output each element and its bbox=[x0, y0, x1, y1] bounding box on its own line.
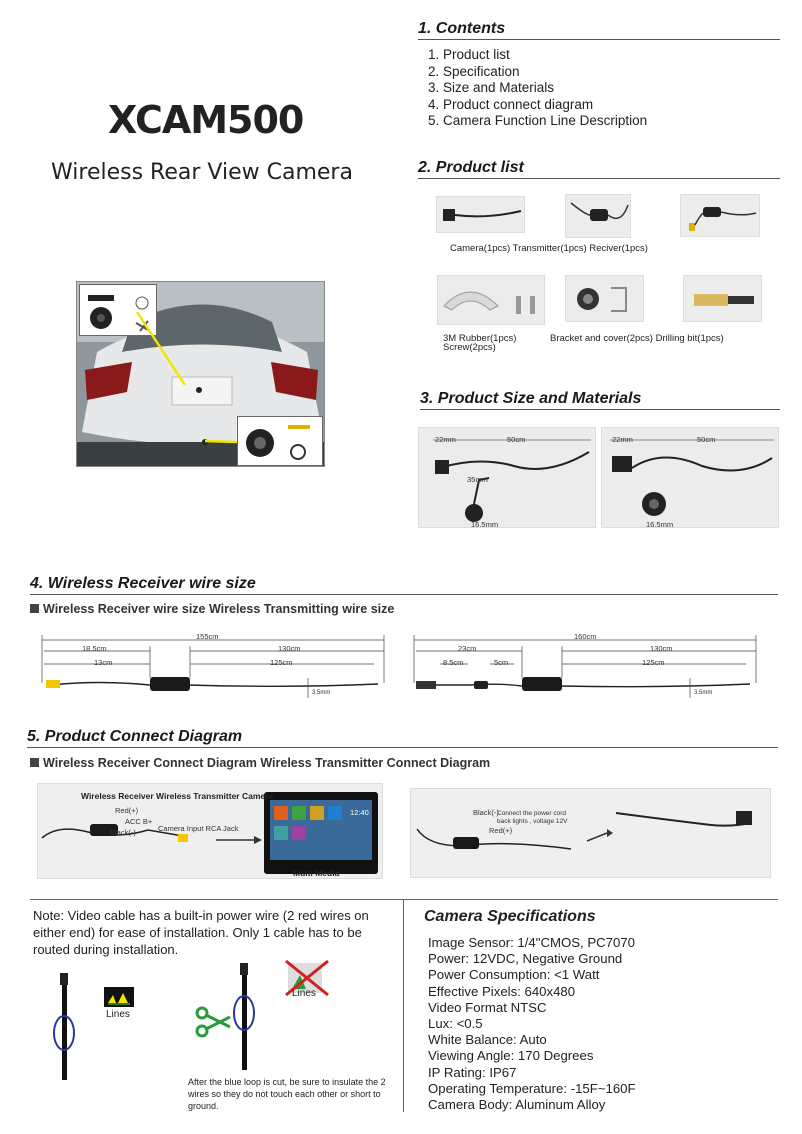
specs-list: Image Sensor: 1/4"CMOS, PC7070 Power: 12… bbox=[428, 935, 636, 1113]
wire-length-label: 13cm bbox=[94, 658, 113, 667]
connect-diagram-title: 5. Product Connect Diagram bbox=[27, 728, 778, 748]
lines-label: Lines bbox=[106, 1009, 130, 1020]
wire-label-black: Black(-) bbox=[110, 828, 136, 837]
size-materials-title: 3. Product Size and Materials bbox=[420, 390, 780, 410]
spec-line: Image Sensor: 1/4"CMOS, PC7070 bbox=[428, 935, 635, 950]
contents-item: 4. Product connect diagram bbox=[428, 96, 594, 112]
spec-line: Power Consumption: <1 Watt bbox=[428, 967, 600, 983]
size-photo-right: 22mm 50cm 16.5mm bbox=[601, 427, 779, 529]
camera-product-photo bbox=[436, 196, 525, 233]
size-label: 16.5mm bbox=[471, 520, 499, 529]
receiver-product-photo bbox=[680, 194, 760, 237]
wire-length-label: 160cm bbox=[574, 632, 597, 641]
wire-length-label: 125cm bbox=[642, 658, 665, 667]
size-label: 50cm bbox=[697, 435, 716, 444]
size-label: 22mm bbox=[612, 435, 633, 444]
spec-line: White Balance: Auto bbox=[428, 1032, 547, 1048]
head-unit-clock: 12:40 bbox=[350, 808, 369, 817]
lines-crossed-icon bbox=[285, 959, 329, 997]
rubber-screw-photo bbox=[437, 275, 545, 325]
camera-input-label: Camera Input RCA Jack bbox=[158, 824, 239, 833]
receiver-wire-title: 4. Wireless Receiver wire size bbox=[30, 575, 778, 595]
wire-length-label: 8.5cm bbox=[443, 658, 464, 667]
specs-title: Camera Specifications bbox=[424, 908, 596, 925]
wire-length-label: 155cm bbox=[196, 632, 219, 641]
lines-icon bbox=[104, 987, 134, 1007]
spec-line: Effective Pixels: 640x480 bbox=[428, 983, 576, 999]
receiver-panel-caption: Wireless Receiver Wireless Transmitter C… bbox=[81, 791, 274, 801]
contents-item: 3. Size and Materials bbox=[428, 80, 555, 95]
wire-label-black: Black(-) bbox=[473, 808, 499, 817]
size-label: 35mm bbox=[467, 475, 488, 484]
receiver-connect-panel: Wireless Receiver Wireless Transmitter C… bbox=[37, 783, 383, 879]
spec-line: Operating Temperature: -15F~160F bbox=[428, 1080, 636, 1096]
size-label: 50cm bbox=[507, 435, 526, 444]
camera-callout-bottom bbox=[237, 416, 323, 466]
product-list-caption-2: 3M Rubber(1pcs) bbox=[443, 333, 517, 344]
drilling-bit-photo bbox=[683, 275, 762, 322]
spec-line: Viewing Angle: 170 Degrees bbox=[428, 1048, 594, 1064]
camera-callout-top bbox=[79, 284, 157, 336]
spec-line: Video Format NTSC bbox=[428, 999, 547, 1015]
car-installation-photo bbox=[76, 281, 325, 467]
spec-line: Power: 12VDC, Negative Ground bbox=[428, 951, 623, 967]
contents-item: 2. Specification bbox=[428, 63, 520, 79]
receiver-wire-diagram: 155cm 18.5cm 130cm 13cm 125cm 3.5mm bbox=[38, 628, 390, 708]
after-cut-note: After the blue loop is cut, be sure to i… bbox=[188, 1077, 386, 1111]
wire-length-label: 18.5cm bbox=[82, 644, 107, 653]
contents-item: 1. Product list bbox=[428, 47, 510, 62]
product-list-title: 2. Product list bbox=[418, 159, 780, 179]
wire-label-acc: ACC B+ bbox=[125, 817, 153, 826]
power-cord-note: Connect the power cord back lights , vol… bbox=[497, 810, 568, 825]
spec-line: IP Rating: IP67 bbox=[428, 1064, 517, 1080]
contents-title: 1. Contents bbox=[418, 20, 780, 40]
transmitter-connect-panel: Black(-) Connect the power cord back lig… bbox=[410, 788, 771, 878]
wire-label-red: Red(+) bbox=[489, 826, 513, 835]
connect-diagram-subheading: Wireless Receiver Connect Diagram Wirele… bbox=[30, 756, 490, 770]
size-label: 22mm bbox=[435, 435, 456, 444]
wire-loop-illustration: Lines Lines bbox=[40, 955, 360, 1085]
receiver-wire-subheading: Wireless Receiver wire size Wireless Tra… bbox=[30, 602, 394, 616]
bottom-top-rule bbox=[30, 899, 778, 900]
transmitter-wire-diagram: 160cm 23cm 130cm 8.5cm 5cm 125cm 3.5mm bbox=[410, 628, 762, 708]
wire-label-red: Red(+) bbox=[115, 806, 139, 815]
product-list-caption-4: Bracket and cover(2pcs) Drilling bit(1pc… bbox=[550, 333, 724, 344]
product-list-caption-1: Camera(1pcs) Transmitter(1pcs) Reciver(1… bbox=[450, 243, 648, 254]
callout-arrows bbox=[135, 311, 238, 444]
wire-length-label: 125cm bbox=[270, 658, 293, 667]
lines-crossed-label: Lines bbox=[292, 988, 316, 999]
product-name: Wireless Rear View Camera bbox=[51, 160, 353, 185]
wire-length-label: 3.5mm bbox=[312, 690, 331, 696]
wire-length-label: 130cm bbox=[650, 644, 673, 653]
scissors-icon bbox=[195, 1006, 231, 1038]
bullet-square-icon bbox=[30, 604, 39, 613]
wire-length-label: 3.5mm bbox=[694, 690, 713, 696]
contents-item: 5. Camera Function Line Description bbox=[428, 113, 648, 128]
bullet-square-icon bbox=[30, 758, 39, 767]
wire-length-label: 5cm bbox=[494, 658, 509, 667]
bottom-vertical-rule bbox=[403, 899, 404, 1112]
size-photo-left: 22mm 50cm 35mm 16.5mm bbox=[418, 427, 596, 529]
spec-line: Camera Body: Aluminum Alloy bbox=[428, 1097, 606, 1113]
wire-length-label: 130cm bbox=[278, 644, 301, 653]
video-cable-note: Note: Video cable has a built-in power w… bbox=[33, 908, 369, 957]
size-label: 16.5mm bbox=[646, 520, 674, 529]
contents-list: 1. Product list 2. Specification 3. Size… bbox=[428, 47, 647, 130]
bracket-cover-photo bbox=[565, 275, 644, 322]
transmitter-product-photo bbox=[565, 194, 631, 238]
wire-length-label: 23cm bbox=[458, 644, 477, 653]
spec-line: Lux: <0.5 bbox=[428, 1016, 483, 1032]
multi-media-label: Multi Media bbox=[293, 868, 340, 878]
product-model: XCAM500 bbox=[108, 98, 304, 142]
product-list-caption-3: Screw(2pcs) bbox=[443, 342, 496, 353]
